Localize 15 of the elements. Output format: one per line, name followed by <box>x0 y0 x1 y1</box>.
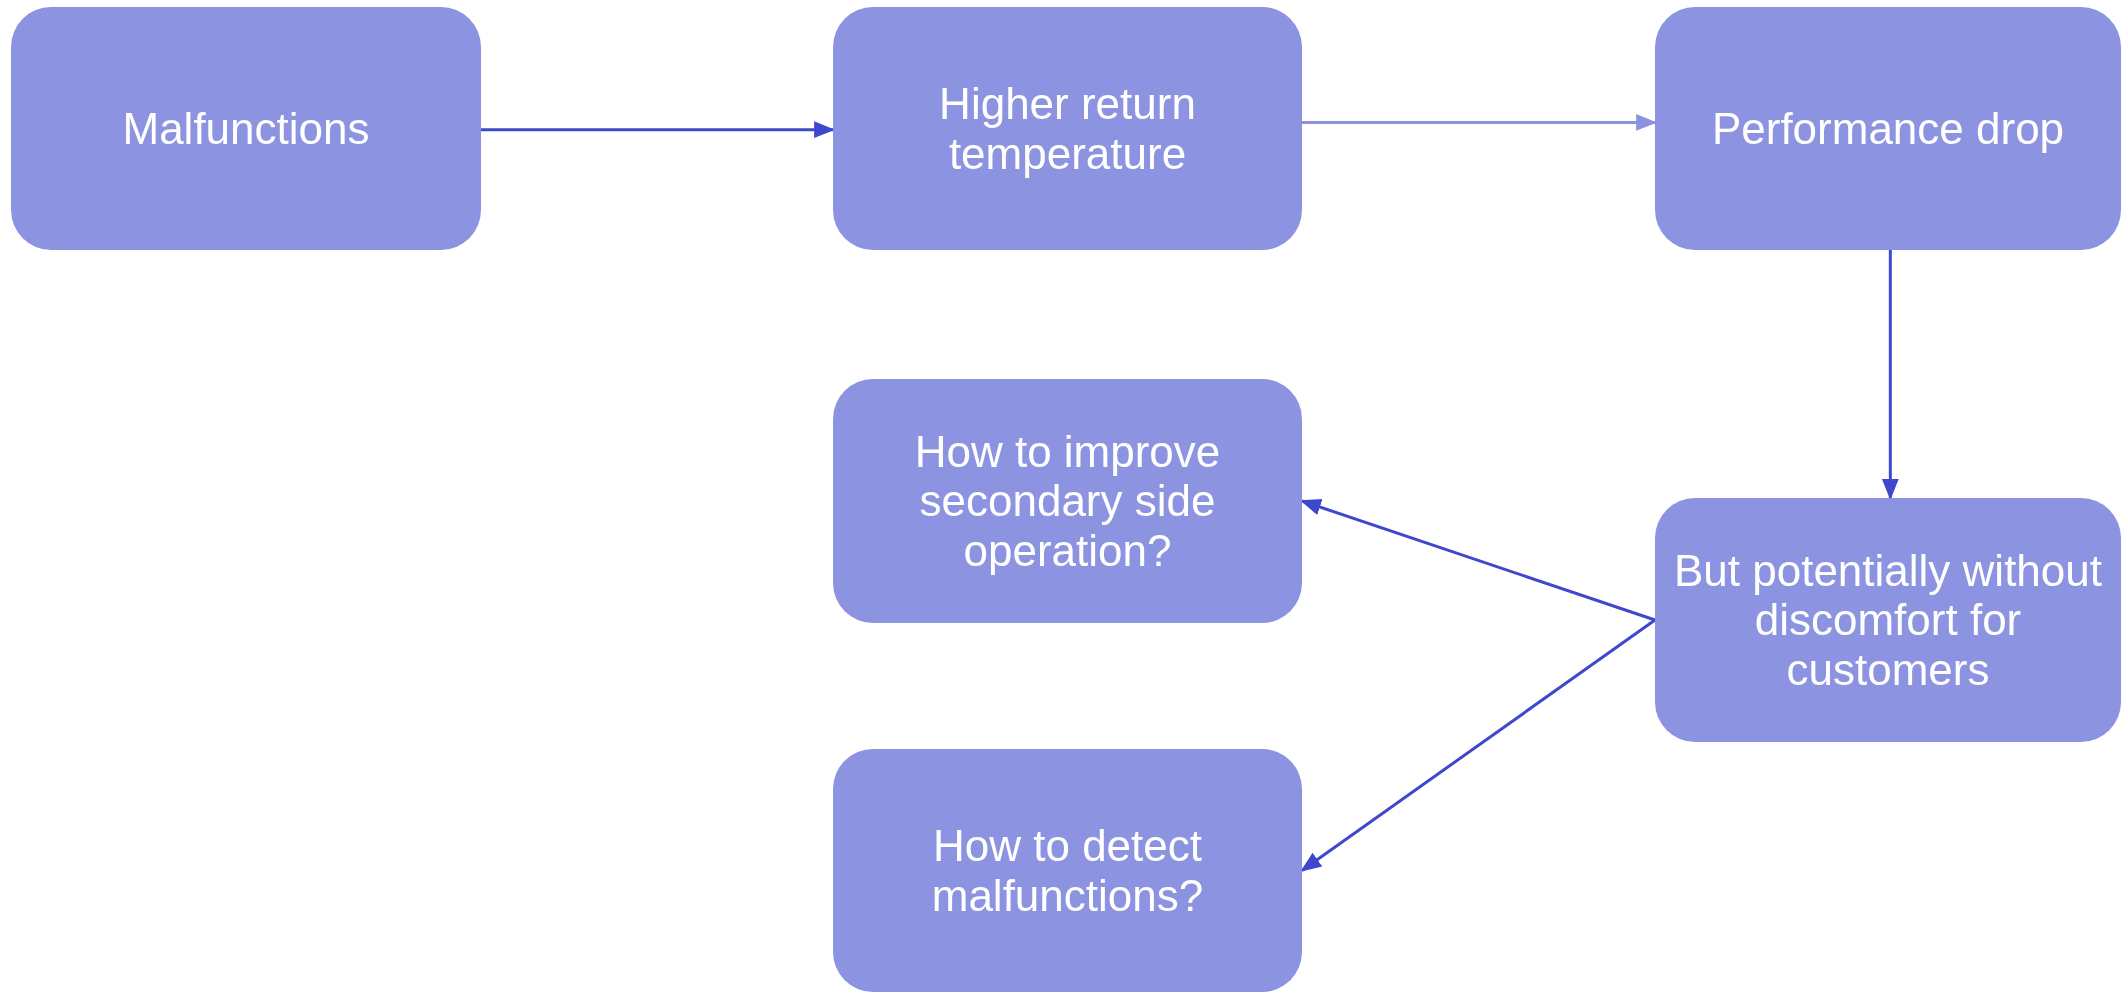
process-box <box>833 7 1302 250</box>
process-box <box>1655 7 2121 250</box>
process-box <box>833 379 1302 623</box>
process-box <box>1655 498 2121 742</box>
box-label: Malfunctions <box>122 103 370 154</box>
arrow <box>1881 250 1899 501</box>
process-box <box>833 749 1302 992</box>
process-box <box>11 7 481 250</box>
box-label: How to detect malfunctions? <box>930 821 1205 920</box>
box-label: Higher return temperature <box>938 79 1197 178</box>
arrow <box>1300 618 1656 872</box>
box-label: Performance drop <box>1711 103 2065 154</box>
arrow <box>1300 499 1656 622</box>
box-label: How to improve secondary side operation? <box>913 427 1222 575</box>
box-label: But potentially without discomfort for customers <box>1673 546 2103 694</box>
